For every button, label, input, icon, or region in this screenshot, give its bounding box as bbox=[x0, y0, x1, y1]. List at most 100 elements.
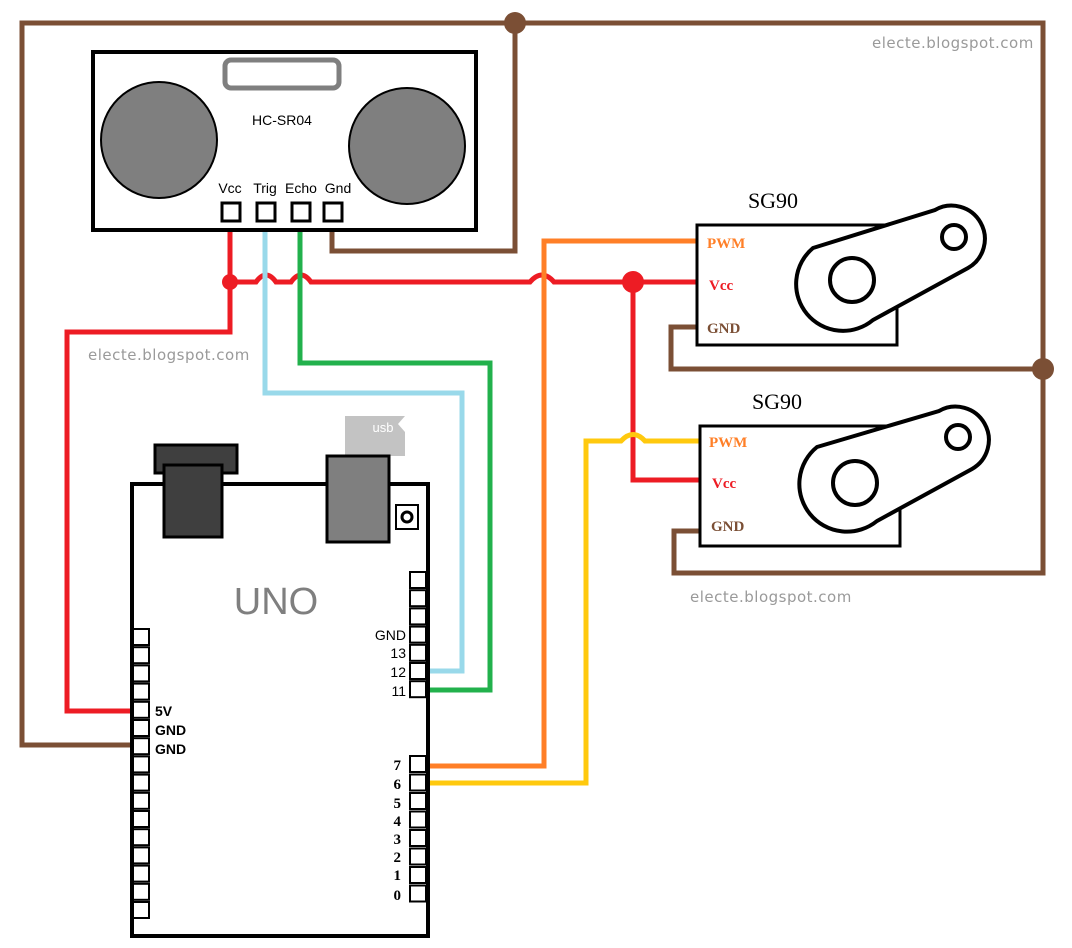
echo-wire bbox=[297, 220, 493, 693]
sensor-pin-label-trig: Trig bbox=[253, 180, 277, 196]
left-header-pin-5 bbox=[132, 700, 150, 719]
right-header-bottom-pin-1 bbox=[409, 755, 427, 773]
left-header-pin-11 bbox=[132, 810, 150, 828]
trig-wire bbox=[262, 220, 465, 674]
left-header-pin-15 bbox=[132, 882, 150, 901]
sensor-pin-echo bbox=[290, 201, 312, 223]
right-header-top-pin-6 bbox=[409, 662, 427, 680]
left-header-pin-1 bbox=[132, 628, 150, 646]
right-header-bottom-pin-2 bbox=[409, 773, 427, 792]
servo1-title: SG90 bbox=[748, 188, 798, 213]
pin-label-gnd-right: GND bbox=[375, 627, 406, 643]
servo2-pin-gnd: GND bbox=[711, 519, 745, 535]
servo2-horn-hole bbox=[944, 423, 972, 451]
servo2-title: SG90 bbox=[752, 389, 802, 414]
pin-label-5v: 5V bbox=[155, 703, 173, 719]
left-header-pin-3 bbox=[132, 664, 150, 683]
servo1-pin-pwm: PWM bbox=[707, 236, 745, 252]
usb-label: usb bbox=[373, 420, 394, 435]
pin-label-gnd-2: GND bbox=[155, 741, 186, 757]
pin-label-6: 6 bbox=[394, 777, 402, 793]
servo2-pin-vcc: Vcc bbox=[712, 476, 736, 492]
watermark-left: electe.blogspot.com bbox=[88, 346, 250, 364]
usb-tab bbox=[345, 416, 405, 456]
power-junction-left bbox=[222, 274, 238, 290]
right-header-bottom-pin-7 bbox=[409, 866, 427, 884]
sensor-transmitter bbox=[100, 81, 218, 199]
sensor-crystal bbox=[222, 57, 342, 91]
power-wire-servo2 bbox=[630, 282, 700, 483]
right-pin-header-top bbox=[409, 571, 427, 699]
left-header-pin-7 bbox=[132, 737, 150, 756]
power-wire-5v bbox=[64, 282, 233, 714]
left-header-pin-8 bbox=[132, 755, 150, 774]
servo2-pin-pwm: PWM bbox=[709, 435, 747, 451]
pin-label-0: 0 bbox=[394, 888, 402, 904]
right-header-top-pin-7 bbox=[409, 680, 427, 699]
servo1-pin-vcc: Vcc bbox=[709, 278, 733, 294]
left-header-pin-13 bbox=[132, 846, 150, 865]
ultrasonic-sensor: HC-SR04 Vcc Trig Echo Gnd bbox=[91, 50, 478, 232]
right-header-top-pin-2 bbox=[409, 589, 427, 608]
right-header-bottom-pin-4 bbox=[409, 810, 427, 829]
sensor-pin-label-vcc: Vcc bbox=[218, 180, 241, 196]
ground-wire-sensor bbox=[329, 23, 518, 254]
left-header-pin-10 bbox=[132, 791, 150, 810]
pwm2-wire bbox=[427, 432, 700, 786]
pin-label-7: 7 bbox=[394, 758, 402, 774]
arduino-board bbox=[130, 482, 430, 938]
pin-label-12: 12 bbox=[390, 664, 406, 680]
pin-label-1: 1 bbox=[394, 868, 402, 884]
left-header-pin-4 bbox=[132, 682, 150, 701]
servo1-horn-hole bbox=[940, 223, 968, 251]
power-junction-right bbox=[622, 271, 644, 293]
left-header-pin-12 bbox=[132, 828, 150, 847]
ground-wires bbox=[19, 20, 1046, 748]
right-header-bottom-pin-3 bbox=[409, 792, 427, 810]
watermark-top-right: electe.blogspot.com bbox=[872, 34, 1034, 52]
sensor-pin-vcc bbox=[220, 201, 242, 223]
arduino-name: UNO bbox=[234, 581, 318, 623]
right-header-bottom-pin-6 bbox=[409, 847, 427, 866]
dc-jack-body bbox=[162, 463, 224, 539]
right-header-bottom-pin-5 bbox=[409, 829, 427, 847]
pin-label-4: 4 bbox=[394, 814, 402, 830]
right-header-top-pin-1 bbox=[409, 571, 427, 589]
sensor-receiver bbox=[348, 87, 466, 205]
sensor-pin-trig bbox=[255, 201, 277, 223]
left-header-pin-2 bbox=[132, 646, 150, 665]
usb-port bbox=[325, 454, 391, 544]
sensor-pin-label-gnd: Gnd bbox=[325, 180, 351, 196]
arduino-uno: usb UNO 5V GND GND GND 13 12 11 7 6 5 4 … bbox=[130, 416, 430, 938]
ground-junction-right bbox=[1032, 358, 1054, 380]
servo2-shaft bbox=[831, 459, 879, 507]
right-header-bottom-pin-8 bbox=[409, 884, 427, 903]
sensor-model-label: HC-SR04 bbox=[252, 112, 312, 128]
ground-wire-main-loop bbox=[19, 20, 1046, 748]
servo-1: SG90 PWM Vcc GND bbox=[695, 188, 987, 347]
servo-2: SG90 PWM Vcc GND bbox=[698, 389, 991, 548]
pin-label-2: 2 bbox=[394, 850, 402, 866]
reset-button-center bbox=[400, 510, 414, 524]
sensor-pin-gnd bbox=[322, 201, 344, 223]
right-header-top-pin-4 bbox=[409, 625, 427, 644]
left-header-pin-6 bbox=[132, 719, 150, 737]
left-header-pin-14 bbox=[132, 864, 150, 883]
pin-label-11: 11 bbox=[391, 683, 406, 699]
pin-label-5: 5 bbox=[394, 796, 402, 812]
right-pin-header-bottom bbox=[409, 755, 427, 903]
watermark-bottom-right: electe.blogspot.com bbox=[690, 588, 852, 606]
pin-label-3: 3 bbox=[394, 832, 402, 848]
pin-label-gnd-1: GND bbox=[155, 722, 186, 738]
left-header-pin-16 bbox=[132, 901, 150, 919]
pin-label-13: 13 bbox=[390, 645, 406, 661]
left-pin-header bbox=[132, 628, 150, 919]
right-header-top-pin-5 bbox=[409, 643, 427, 662]
sensor-pin-label-echo: Echo bbox=[285, 180, 317, 196]
ground-wire-servo1 bbox=[668, 324, 1043, 372]
pwm1-wire bbox=[427, 238, 697, 769]
ground-junction-top bbox=[504, 12, 526, 34]
servo1-pin-gnd: GND bbox=[707, 321, 741, 337]
left-header-pin-9 bbox=[132, 773, 150, 792]
